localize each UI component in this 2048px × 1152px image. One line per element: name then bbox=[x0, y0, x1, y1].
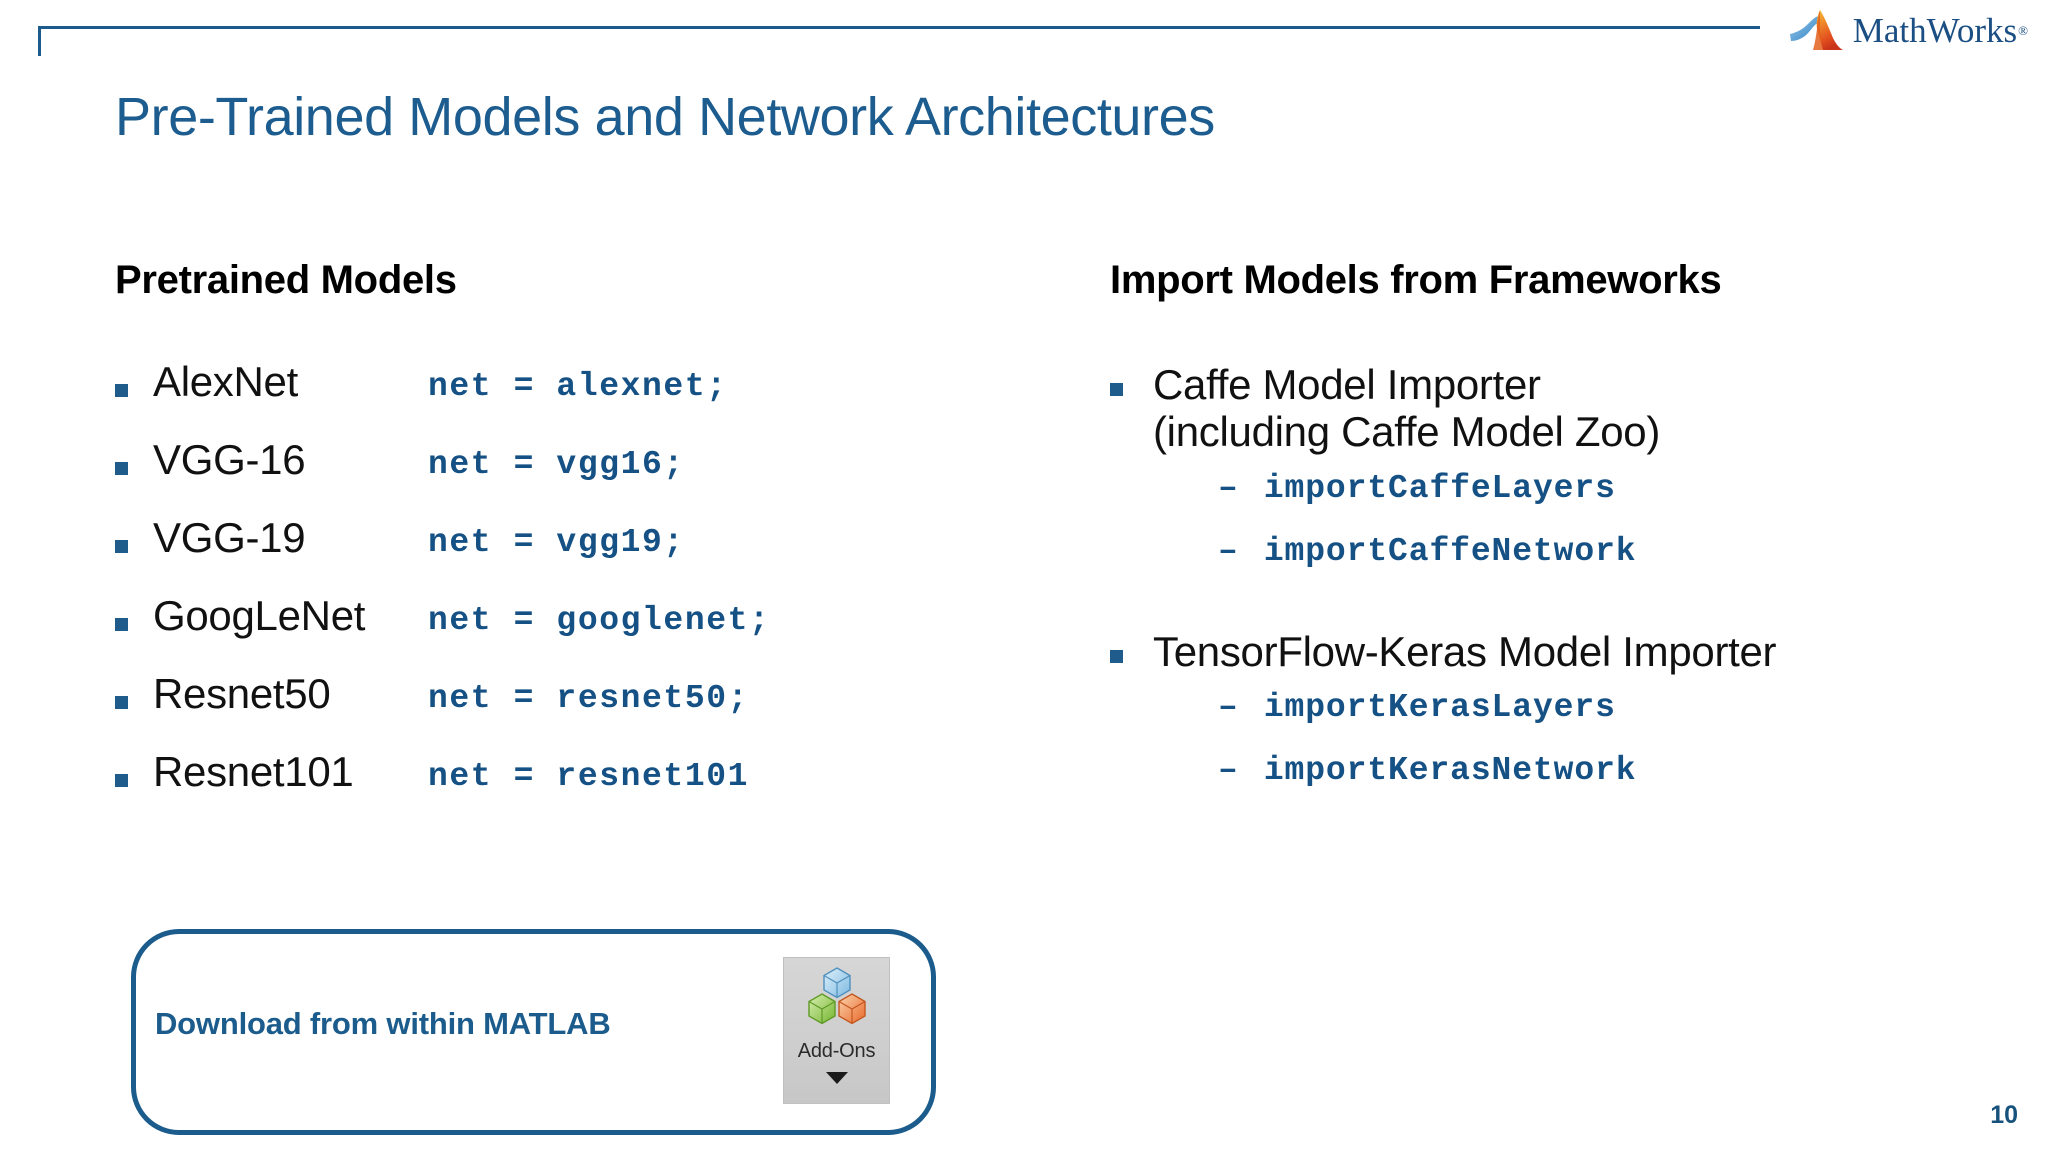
importer-function-list: – importKerasLayers – importKerasNetwork bbox=[1218, 691, 2010, 787]
importer-title: Caffe Model Importer (including Caffe Mo… bbox=[1153, 361, 1660, 456]
model-code-snippet: net = alexnet; bbox=[428, 368, 728, 405]
header-rule-vertical bbox=[38, 26, 41, 56]
model-name: AlexNet bbox=[153, 358, 298, 405]
importer-group-caffe: Caffe Model Importer (including Caffe Mo… bbox=[1110, 361, 2010, 568]
dash-bullet-icon: – bbox=[1218, 752, 1238, 790]
logo-wordmark-wrapper: MathWorks® bbox=[1853, 13, 2028, 48]
square-bullet-icon bbox=[115, 384, 128, 397]
dash-bullet-icon: – bbox=[1218, 469, 1238, 507]
model-code-snippet: net = vgg16; bbox=[428, 446, 685, 483]
list-item: AlexNet net = alexnet; bbox=[115, 361, 975, 439]
importer-title: TensorFlow-Keras Model Importer bbox=[1153, 627, 1777, 675]
list-item: VGG-16 net = vgg16; bbox=[115, 439, 975, 517]
page-number: 10 bbox=[1990, 1101, 2018, 1129]
list-item: Resnet101 net = resnet101 bbox=[115, 751, 975, 829]
importer-title-line-1: Caffe Model Importer bbox=[1153, 361, 1541, 408]
model-name: VGG-19 bbox=[153, 514, 306, 561]
dash-bullet-icon: – bbox=[1218, 532, 1238, 570]
dash-bullet-icon: – bbox=[1218, 689, 1238, 727]
list-item: Resnet50 net = resnet50; bbox=[115, 673, 975, 751]
left-column-heading: Pretrained Models bbox=[115, 258, 457, 302]
list-item: – importCaffeLayers bbox=[1218, 472, 2010, 505]
list-item: GoogLeNet net = googlenet; bbox=[115, 595, 975, 673]
mathworks-logo: MathWorks® bbox=[1789, 6, 2028, 54]
download-callout-label: Download from within MATLAB bbox=[155, 1006, 611, 1041]
square-bullet-icon bbox=[115, 618, 128, 631]
model-code-snippet: net = resnet101 bbox=[428, 758, 750, 795]
model-name: GoogLeNet bbox=[153, 592, 366, 639]
right-column: Import Models from Frameworks Caffe Mode… bbox=[1110, 258, 2010, 817]
model-code-snippet: net = resnet50; bbox=[428, 680, 750, 717]
model-code-snippet: net = googlenet; bbox=[428, 602, 771, 639]
download-callout-box: Download from within MATLAB bbox=[131, 929, 936, 1135]
page-title: Pre-Trained Models and Network Architect… bbox=[115, 87, 1215, 147]
model-code-snippet: net = vgg19; bbox=[428, 524, 685, 561]
logo-registered-mark: ® bbox=[2018, 23, 2028, 39]
importer-function-name: importKerasLayers bbox=[1263, 689, 1616, 727]
addons-cubes-icon bbox=[807, 967, 866, 1025]
list-item: – importCaffeNetwork bbox=[1218, 535, 2010, 568]
pretrained-models-list: AlexNet net = alexnet; VGG-16 net = vgg1… bbox=[115, 361, 975, 829]
header-rule-horizontal bbox=[38, 26, 1760, 29]
importer-title-line-2: (including Caffe Model Zoo) bbox=[1153, 408, 1661, 456]
list-item: VGG-19 net = vgg19; bbox=[115, 517, 975, 595]
model-name: VGG-16 bbox=[153, 436, 306, 483]
chevron-down-icon[interactable] bbox=[825, 1072, 848, 1084]
square-bullet-icon bbox=[115, 774, 128, 787]
list-item: Caffe Model Importer (including Caffe Mo… bbox=[1110, 361, 2010, 456]
square-bullet-icon bbox=[115, 540, 128, 553]
logo-wordmark: MathWorks bbox=[1852, 10, 2018, 50]
importer-function-name: importKerasNetwork bbox=[1263, 752, 1637, 790]
model-name: Resnet50 bbox=[153, 670, 331, 717]
list-item: – importKerasNetwork bbox=[1218, 754, 2010, 787]
list-item: TensorFlow-Keras Model Importer bbox=[1110, 628, 2010, 675]
importer-title-line-1: TensorFlow-Keras Model Importer bbox=[1153, 627, 1777, 675]
mathworks-membrane-icon bbox=[1789, 10, 1843, 50]
add-ons-button[interactable]: Add-Ons bbox=[783, 957, 890, 1104]
list-item: – importKerasLayers bbox=[1218, 691, 2010, 724]
square-bullet-icon bbox=[1110, 383, 1123, 396]
right-column-heading: Import Models from Frameworks bbox=[1110, 258, 1722, 302]
importer-function-list: – importCaffeLayers – importCaffeNetwork bbox=[1218, 472, 2010, 568]
importer-function-name: importCaffeLayers bbox=[1263, 469, 1616, 507]
left-column: Pretrained Models AlexNet net = alexnet;… bbox=[115, 258, 975, 829]
importer-group-keras: TensorFlow-Keras Model Importer – import… bbox=[1110, 628, 2010, 787]
square-bullet-icon bbox=[115, 462, 128, 475]
square-bullet-icon bbox=[115, 696, 128, 709]
square-bullet-icon bbox=[1110, 649, 1123, 663]
add-ons-label: Add-Ons bbox=[797, 1040, 876, 1062]
importer-function-name: importCaffeNetwork bbox=[1263, 532, 1637, 570]
model-name: Resnet101 bbox=[153, 748, 354, 795]
